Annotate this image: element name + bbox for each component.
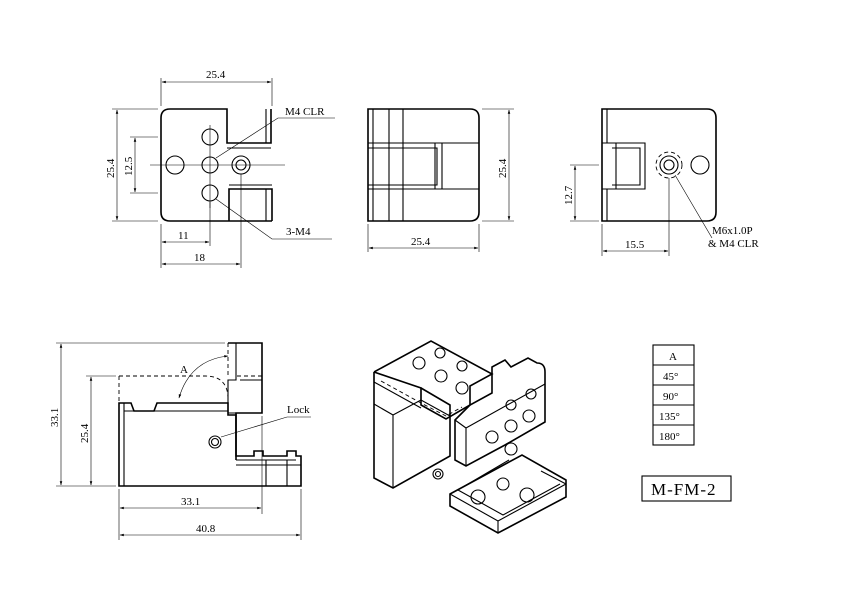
iso-arm-hole-2: [504, 419, 518, 433]
right-height-dim-text: 12.7: [563, 185, 575, 205]
right-width-ext: [601, 178, 670, 256]
front-view-outline: [160, 108, 273, 222]
iso-arm-hole-1: [485, 430, 499, 444]
rotation-lock-leader: [220, 416, 311, 438]
right-hole-side: [690, 155, 710, 175]
rotation-upright-edges: [227, 343, 262, 414]
iso-base-hole-1: [470, 489, 486, 505]
iso-top-hole-1: [412, 356, 426, 370]
iso-body-lock-inner: [434, 470, 442, 478]
iso-top-hole-2: [434, 369, 448, 383]
side-view: 25.4 25.4: [367, 108, 514, 252]
rotation-main-block: [118, 402, 302, 487]
iso-base-plate: [449, 454, 567, 534]
front-height-dim-text: 25.4: [105, 158, 117, 178]
iso-base-hole-3: [519, 487, 535, 503]
iso-arm-edges: [454, 383, 546, 466]
side-height-dim-text: 25.4: [497, 158, 509, 178]
front-centerlines: [150, 125, 285, 208]
iso-arm-hole-6: [525, 388, 537, 400]
isometric-view: [373, 340, 567, 534]
right-hole-tapped-outer: [655, 151, 683, 179]
right-callout-leader: [674, 174, 713, 239]
iso-body-front: [373, 399, 451, 488]
rotation-height-total-ext: [56, 342, 225, 487]
rotation-width-dim-text: 33.1: [181, 496, 200, 508]
rotation-width-ext: [118, 416, 302, 540]
iso-arm-hole-3: [522, 409, 536, 423]
front-tap-callout: 3-M4: [286, 226, 311, 238]
rotation-angle-arc: [178, 355, 229, 399]
rotation-height-total-dim-text: 33.1: [49, 408, 61, 427]
front-tap-leader: [215, 198, 332, 240]
side-height-ext: [482, 108, 514, 222]
rotation-view: A Lock 33.1 25.4 33.1 40.8: [49, 342, 311, 540]
rotation-lock-hole: [208, 435, 222, 449]
angle-table: A 45° 90° 135° 180°: [652, 344, 695, 446]
side-view-edges: [368, 109, 479, 221]
angle-table-row: 90°: [663, 391, 678, 403]
iso-top-block: [373, 340, 494, 420]
iso-arm-hole-4: [504, 442, 518, 456]
front-inner-ext: [130, 136, 158, 194]
front-height-ext: [112, 108, 158, 222]
rotation-lock-label: Lock: [287, 404, 310, 416]
right-view-outline: [601, 108, 717, 222]
model-code-box: M-FM-2: [641, 475, 732, 502]
model-code-frame: [641, 475, 732, 502]
rotation-height-dim-text: 25.4: [79, 423, 91, 443]
right-height-ext: [570, 164, 599, 222]
right-width-dim-text: 15.5: [625, 239, 645, 251]
rotation-overall-dim-text: 40.8: [196, 523, 216, 535]
front-width-dim-text: 25.4: [206, 69, 226, 81]
rotation-angle-label: A: [180, 364, 188, 376]
rotation-dashed-phantom: [118, 342, 262, 415]
side-width-dim-text: 25.4: [411, 236, 431, 248]
rotation-upright-block: [228, 342, 263, 460]
front-overall-dim-text: 18: [194, 252, 206, 264]
front-clear-callout: M4 CLR: [285, 106, 325, 118]
front-inner-dim-text: 12.5: [123, 156, 135, 176]
front-width-dim-line: [160, 78, 273, 106]
angle-table-frame: [652, 344, 695, 446]
iso-base-hole-2: [496, 477, 510, 491]
right-hole-tapped-inner: [663, 159, 675, 171]
iso-arm-hole-5: [505, 399, 517, 411]
angle-table-row: 180°: [659, 431, 680, 443]
iso-top-block-dashed: [380, 380, 463, 417]
right-hole-tapped: [659, 155, 679, 175]
side-view-outline: [367, 108, 480, 222]
iso-top-block-edges: [373, 372, 422, 409]
angle-table-row: 45°: [663, 371, 678, 383]
right-callout-line1: M6x1.0P: [712, 225, 753, 237]
front-view: 25.4 25.4 12.5 11 18 M4 CLR 3-M4: [105, 69, 335, 268]
angle-table-row: 135°: [659, 411, 680, 423]
rotation-lock-hole-inner: [210, 437, 220, 447]
model-code: M-FM-2: [651, 480, 717, 499]
side-width-ext: [367, 224, 480, 252]
iso-body-lock-hole: [432, 468, 444, 480]
iso-top-hole-4: [434, 347, 446, 359]
iso-top-hole-5: [456, 360, 468, 372]
front-bottom-ext: [160, 174, 242, 268]
right-view: 12.7 15.5 M6x1.0P & M4 CLR: [563, 108, 759, 256]
iso-base-top: [449, 459, 567, 533]
angle-table-header: A: [669, 351, 677, 363]
front-clear-leader: [215, 117, 335, 159]
right-callout-line2: & M4 CLR: [708, 238, 759, 250]
right-view-edges: [602, 109, 646, 221]
iso-body-block: [373, 372, 451, 489]
rotation-main-edges: [123, 403, 301, 486]
iso-top-hole-3: [455, 381, 469, 395]
iso-arm: [454, 357, 546, 467]
front-hole-offset-dim-text: 11: [178, 230, 189, 242]
